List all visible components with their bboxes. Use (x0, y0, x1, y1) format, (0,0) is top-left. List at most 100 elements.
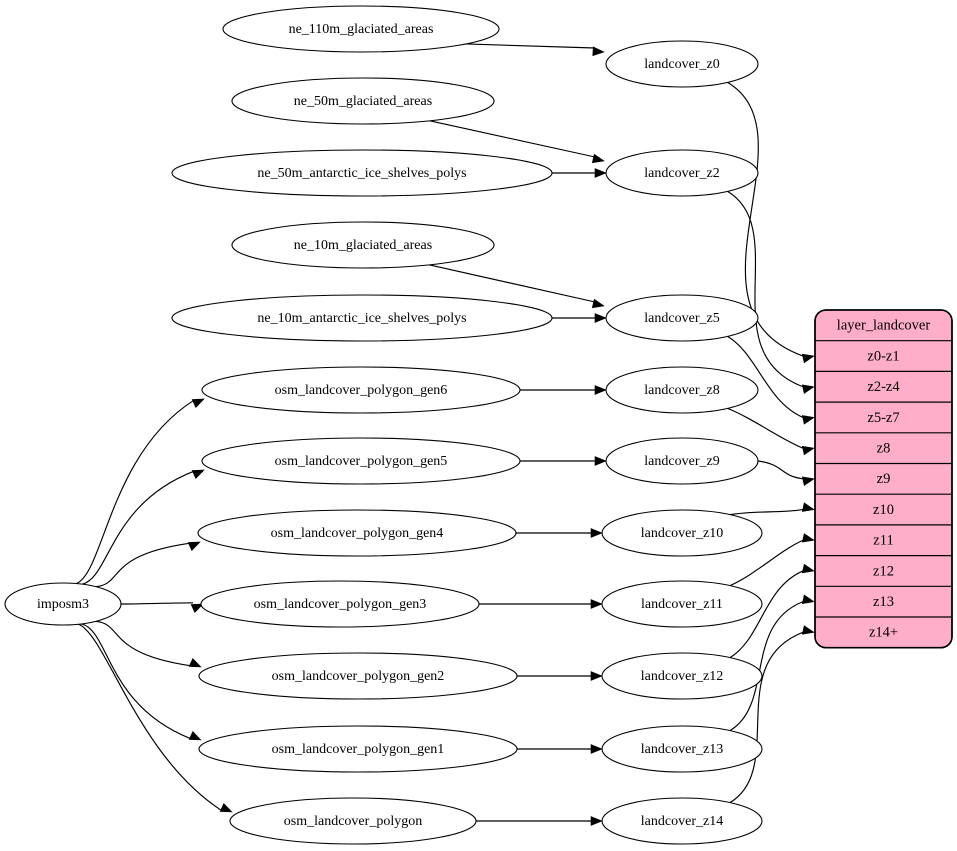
edge-imposm3-to-osm-landcover-polygon-gen2 (95, 620, 192, 667)
node-landcover-z5[interactable]: landcover_z5 (605, 294, 759, 342)
table-row[interactable] (815, 433, 952, 464)
node-osm-landcover-polygon-gen5[interactable]: osm_landcover_polygon_gen5 (201, 437, 521, 485)
arrowhead-imposm3-to-osm-landcover-polygon-gen3 (190, 603, 204, 614)
node-landcover-z2[interactable]: landcover_z2 (605, 149, 759, 197)
edge-landcover-z8-to-row-z8 (727, 407, 804, 449)
edge-imposm3-to-osm-landcover-polygon (78, 623, 223, 812)
arrowhead-landcover-z11-to-row-z11 (801, 533, 815, 543)
node-landcover-z14[interactable]: landcover_z14 (601, 797, 763, 845)
table-row[interactable] (815, 525, 952, 556)
arrowhead-landcover-z9-to-row-z9 (801, 476, 815, 487)
layer-table-outline (814, 309, 953, 649)
arrowhead-imposm3-to-osm-landcover-polygon-gen4 (187, 541, 201, 552)
input-node-shape (201, 437, 521, 485)
node-imposm3[interactable]: imposm3 (4, 582, 122, 626)
arrowhead-ne-10m-glaciated-areas-to-landcover-z5 (591, 298, 605, 309)
source-node-shape (4, 582, 122, 626)
arrowhead-landcover-z12-to-row-z12 (801, 563, 815, 574)
edge-ne-10m-glaciated-areas-to-landcover-z5 (428, 264, 596, 303)
edge-landcover-z14-to-row-z14 (729, 631, 804, 804)
table-row[interactable] (815, 464, 952, 495)
node-landcover-z11[interactable]: landcover_z11 (601, 580, 763, 628)
arrowhead-osm-landcover-polygon-gen6-to-landcover-z8 (594, 385, 607, 395)
arrowhead-landcover-z5-to-row-z5-z7 (801, 415, 815, 425)
arrowhead-ne-10m-antarctic-ice-shelves-polys-to-landcover-z5 (594, 313, 607, 323)
node-ne-10m-antarctic-ice-shelves-polys[interactable]: ne_10m_antarctic_ice_shelves_polys (171, 294, 553, 342)
input-node-shape (231, 221, 495, 269)
table-row[interactable] (815, 617, 952, 648)
node-osm-landcover-polygon[interactable]: osm_landcover_polygon (229, 797, 477, 845)
edge-landcover-z0-to-row-z0-z1 (727, 81, 804, 357)
node-landcover-z12[interactable]: landcover_z12 (601, 652, 763, 700)
table-row[interactable] (815, 494, 952, 525)
node-ne-50m-glaciated-areas[interactable]: ne_50m_glaciated_areas (231, 77, 495, 125)
edge-landcover-z5-to-row-z5-z7 (727, 335, 804, 418)
arrowhead-imposm3-to-osm-landcover-polygon (219, 802, 233, 813)
arrowhead-osm-landcover-polygon-gen3-to-landcover-z11 (590, 599, 603, 609)
arrowhead-ne-110m-glaciated-areas-to-landcover-z0 (592, 46, 605, 57)
arrowhead-imposm3-to-osm-landcover-polygon-gen1 (188, 730, 202, 741)
node-osm-landcover-polygon-gen1[interactable]: osm_landcover_polygon_gen1 (198, 725, 518, 773)
nodes-layer: imposm3 ne_110m_glaciated_areas ne_50m_gla… (4, 5, 763, 845)
node-osm-landcover-polygon-gen4[interactable]: osm_landcover_polygon_gen4 (197, 509, 517, 557)
arrowhead-imposm3-to-osm-landcover-polygon-gen5 (191, 469, 205, 480)
table-row[interactable] (815, 556, 952, 587)
node-ne-110m-glaciated-areas[interactable]: ne_110m_glaciated_areas (222, 5, 500, 53)
arrowhead-osm-landcover-polygon-gen5-to-landcover-z9 (594, 456, 607, 466)
input-node-shape (198, 652, 518, 700)
edge-landcover-z11-to-row-z11 (729, 539, 804, 587)
node-osm-landcover-polygon-gen3[interactable]: osm_landcover_polygon_gen3 (200, 580, 480, 628)
edges-layer (76, 43, 815, 826)
node-osm-landcover-polygon-gen6[interactable]: osm_landcover_polygon_gen6 (201, 366, 521, 414)
layer-node-shape (605, 149, 759, 197)
edge-ne-50m-glaciated-areas-to-landcover-z2 (429, 120, 596, 158)
input-node-shape (231, 77, 495, 125)
input-node-shape (229, 797, 477, 845)
edge-landcover-z12-to-row-z12 (729, 570, 804, 659)
edge-landcover-z9-to-row-z9 (757, 460, 804, 480)
node-landcover-z0[interactable]: landcover_z0 (605, 40, 759, 88)
layer-node-shape (601, 580, 763, 628)
arrowhead-landcover-z0-to-row-z0-z1 (801, 353, 815, 364)
input-node-shape (222, 5, 500, 53)
edge-landcover-z2-to-row-z2-z4 (727, 190, 804, 388)
node-ne-50m-antarctic-ice-shelves-polys[interactable]: ne_50m_antarctic_ice_shelves_polys (171, 149, 553, 197)
node-landcover-z13[interactable]: landcover_z13 (601, 725, 763, 773)
layer-node-shape (605, 366, 759, 414)
node-landcover-z8[interactable]: landcover_z8 (605, 366, 759, 414)
layer-node-shape (601, 652, 763, 700)
input-node-shape (171, 294, 553, 342)
arrowhead-ne-50m-antarctic-ice-shelves-polys-to-landcover-z2 (594, 168, 607, 178)
layer-node-shape (601, 797, 763, 845)
layer-node-shape (605, 437, 759, 485)
node-osm-landcover-polygon-gen2[interactable]: osm_landcover_polygon_gen2 (198, 652, 518, 700)
arrowhead-imposm3-to-osm-landcover-polygon-gen6 (191, 398, 205, 409)
edge-imposm3-to-osm-landcover-polygon-gen1 (81, 623, 192, 740)
table-row[interactable] (815, 341, 952, 372)
table-row[interactable] (815, 586, 952, 617)
edge-landcover-z10-to-row-z10 (729, 508, 804, 516)
edge-imposm3-to-osm-landcover-polygon-gen6 (76, 399, 195, 585)
edge-landcover-z13-to-row-z13 (729, 601, 804, 732)
node-ne-10m-glaciated-areas[interactable]: ne_10m_glaciated_areas (231, 221, 495, 269)
input-node-shape (200, 580, 480, 628)
node-landcover-z9[interactable]: landcover_z9 (605, 437, 759, 485)
layer-node-shape (601, 725, 763, 773)
table-row[interactable] (815, 402, 952, 433)
arrowhead-ne-50m-glaciated-areas-to-landcover-z2 (591, 153, 605, 164)
arrowhead-imposm3-to-osm-landcover-polygon-gen2 (188, 657, 202, 668)
input-node-shape (197, 509, 517, 557)
arrowhead-osm-landcover-polygon-gen4-to-landcover-z10 (590, 528, 603, 538)
arrowhead-osm-landcover-polygon-to-landcover-z14 (590, 816, 603, 826)
arrowhead-landcover-z14-to-row-z14 (801, 625, 815, 635)
layer-landcover-table: layer_landcoverz0-z1z2-z4z5-z7z8z9z10z11… (814, 309, 953, 649)
layer-node-shape (605, 294, 759, 342)
table-row[interactable] (815, 371, 952, 402)
edge-imposm3-to-osm-landcover-polygon-gen4 (95, 542, 191, 588)
node-landcover-z10[interactable]: landcover_z10 (601, 509, 763, 557)
layer-node-shape (601, 509, 763, 557)
arrowhead-osm-landcover-polygon-gen1-to-landcover-z13 (590, 744, 603, 754)
edge-ne-110m-glaciated-areas-to-landcover-z0 (465, 43, 596, 49)
